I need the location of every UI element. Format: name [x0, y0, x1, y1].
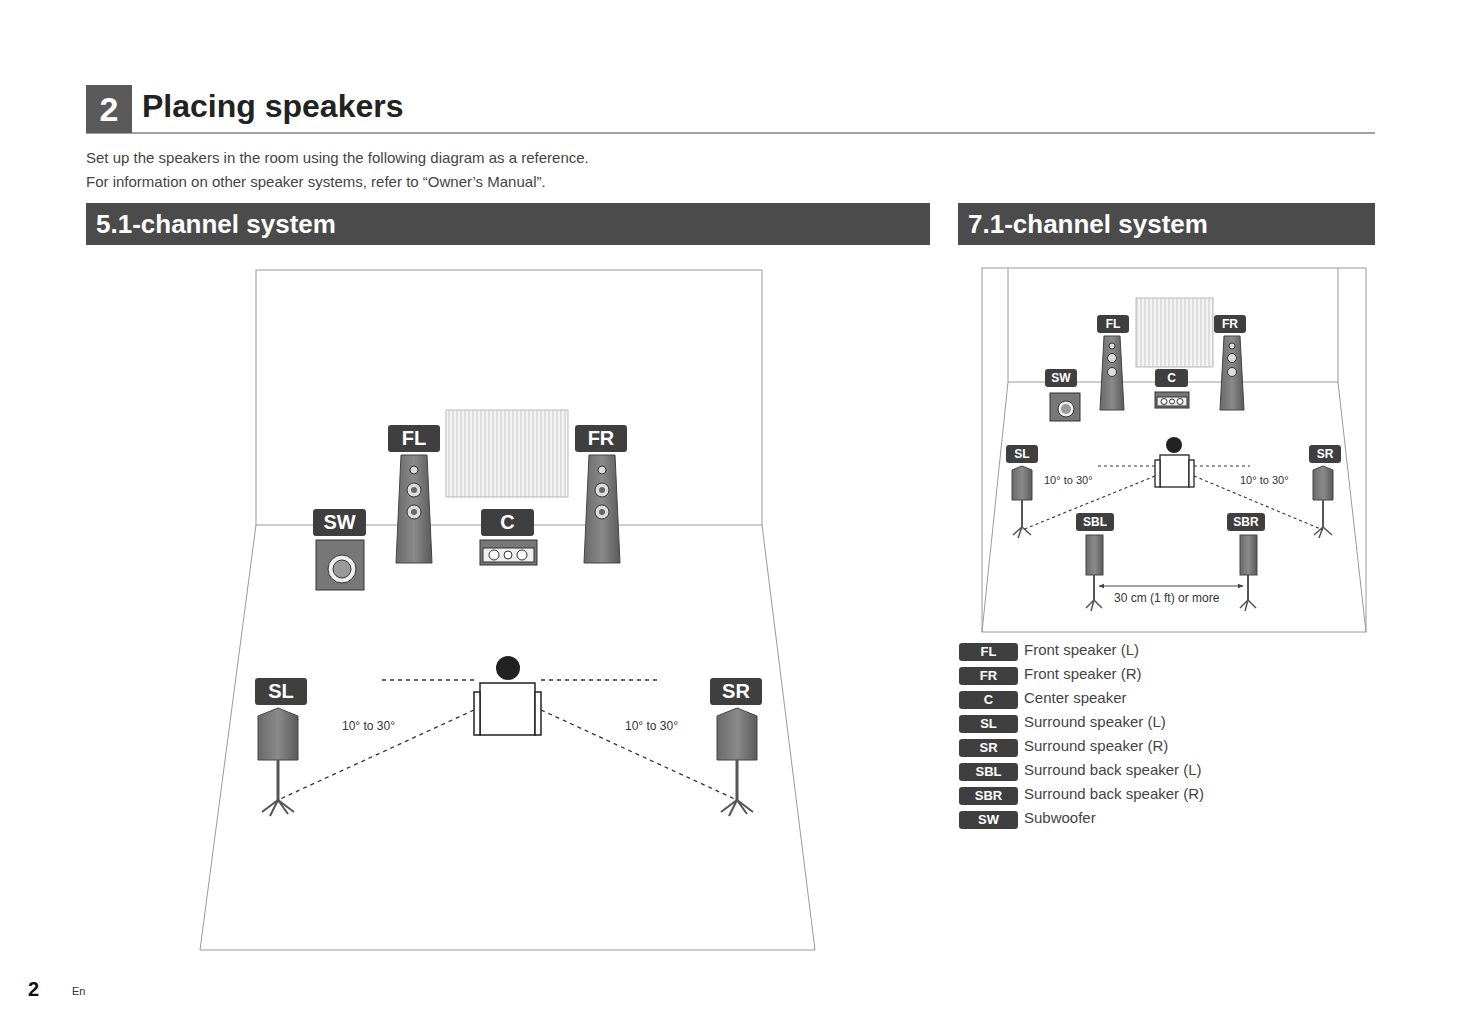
legend-badge: FR [959, 667, 1018, 685]
subwoofer [1050, 393, 1080, 421]
front-speaker-left [1100, 336, 1124, 410]
node-text: 2 [100, 90, 119, 129]
legend-text: Subwoofer [1024, 809, 1096, 826]
tv-screen [1136, 298, 1213, 367]
legend-text: Center speaker [1024, 689, 1127, 706]
surround-speaker-left [1012, 466, 1032, 538]
section-band: 5.1-channel system [86, 203, 930, 245]
front-speaker-left [396, 455, 432, 563]
intro-text: For information on other speaker systems… [86, 173, 546, 190]
speaker-badge: SL [1006, 445, 1038, 463]
section-number: 2 [86, 85, 132, 133]
node-text: FR [588, 427, 615, 450]
speaker-badge: SBR [1227, 513, 1265, 531]
center-speaker [480, 540, 537, 565]
angle-label: 10° to 30° [1042, 474, 1095, 486]
angle-guides [1022, 466, 1323, 530]
legend-text: Front speaker (R) [1024, 665, 1142, 682]
speaker-badge: C [1155, 369, 1188, 387]
angle-label: 10° to 30° [1238, 474, 1291, 486]
surround-speaker-right [717, 708, 757, 816]
node-text: C [500, 511, 514, 534]
legend-badge: SW [959, 811, 1018, 829]
legend-badge: SL [959, 715, 1018, 733]
legend-entry: Surround speaker (R) [1024, 737, 1168, 755]
node-text: SR [722, 680, 750, 703]
node-text: SR [1317, 447, 1334, 461]
front-speaker-right [584, 455, 620, 563]
speaker-badge: SW [1045, 369, 1077, 387]
legend-badge: FL [959, 643, 1018, 661]
page-number: 2 [28, 978, 39, 1001]
node-text: FL [1106, 317, 1121, 331]
node-text: SBR [1233, 515, 1258, 529]
intro-text: Set up the speakers in the room using th… [86, 149, 589, 166]
title-rule [86, 132, 1375, 133]
dimension-label: 30 cm (1 ft) or more [1112, 591, 1221, 605]
dimension-line [1099, 586, 1243, 587]
legend-entry: Surround speaker (L) [1024, 713, 1166, 731]
angle-label: 10° to 30° [340, 719, 397, 733]
legend-badge: SBR [959, 787, 1018, 805]
legend-entry: Front speaker (L) [1024, 641, 1139, 659]
language-code: En [72, 985, 85, 997]
node-text: 7.1-channel system [968, 209, 1208, 240]
legend-entry: Surround back speaker (L) [1024, 761, 1202, 779]
legend-text: Surround speaker (R) [1024, 737, 1168, 754]
node-text: C [1167, 371, 1176, 385]
legend-text: Surround back speaker (L) [1024, 761, 1202, 778]
node-text: FR [1222, 317, 1238, 331]
node-text: 5.1-channel system [96, 209, 336, 240]
node-text: SW [323, 511, 355, 534]
speaker-badge: FL [1097, 315, 1129, 333]
listener [1155, 437, 1194, 487]
legend-entry: Surround back speaker (R) [1024, 785, 1204, 803]
legend-text: Surround back speaker (R) [1024, 785, 1204, 802]
node-text: SL [1014, 447, 1029, 461]
speaker-badge: FL [388, 425, 440, 452]
legend-entry: Front speaker (R) [1024, 665, 1142, 683]
surround-speaker-left [258, 708, 298, 816]
room-5-1 [200, 270, 815, 950]
speaker-badge: SW [313, 509, 366, 536]
legend-badge: SBL [959, 763, 1018, 781]
node-text: SW [1051, 371, 1070, 385]
front-speaker-right [1220, 336, 1244, 410]
legend-badge: C [959, 691, 1018, 709]
page-title: Placing speakers [142, 88, 403, 125]
speaker-badge: FR [1214, 315, 1246, 333]
room-7-1 [982, 268, 1366, 632]
node-text: FL [402, 427, 426, 450]
subwoofer [316, 540, 364, 590]
speaker-badge: C [481, 509, 534, 536]
speaker-badge: SL [255, 678, 307, 705]
legend-text: Surround speaker (L) [1024, 713, 1166, 730]
legend-entry: Center speaker [1024, 689, 1127, 707]
surround-back-speaker-left [1086, 535, 1103, 611]
speaker-badge: SR [710, 678, 762, 705]
tv-screen [446, 410, 568, 497]
section-band: 7.1-channel system [958, 203, 1375, 245]
node-text: SBL [1083, 515, 1107, 529]
angle-guides [278, 680, 737, 800]
listener [474, 656, 541, 735]
surround-back-speaker-right [1240, 535, 1257, 611]
legend-entry: Subwoofer [1024, 809, 1096, 827]
angle-label: 10° to 30° [623, 719, 680, 733]
node-text: SL [268, 680, 294, 703]
speaker-badge: FR [575, 425, 627, 452]
legend-text: Front speaker (L) [1024, 641, 1139, 658]
legend-badge: SR [959, 739, 1018, 757]
speaker-badge: SR [1309, 445, 1341, 463]
center-speaker [1155, 392, 1189, 408]
speaker-badge: SBL [1076, 513, 1114, 531]
